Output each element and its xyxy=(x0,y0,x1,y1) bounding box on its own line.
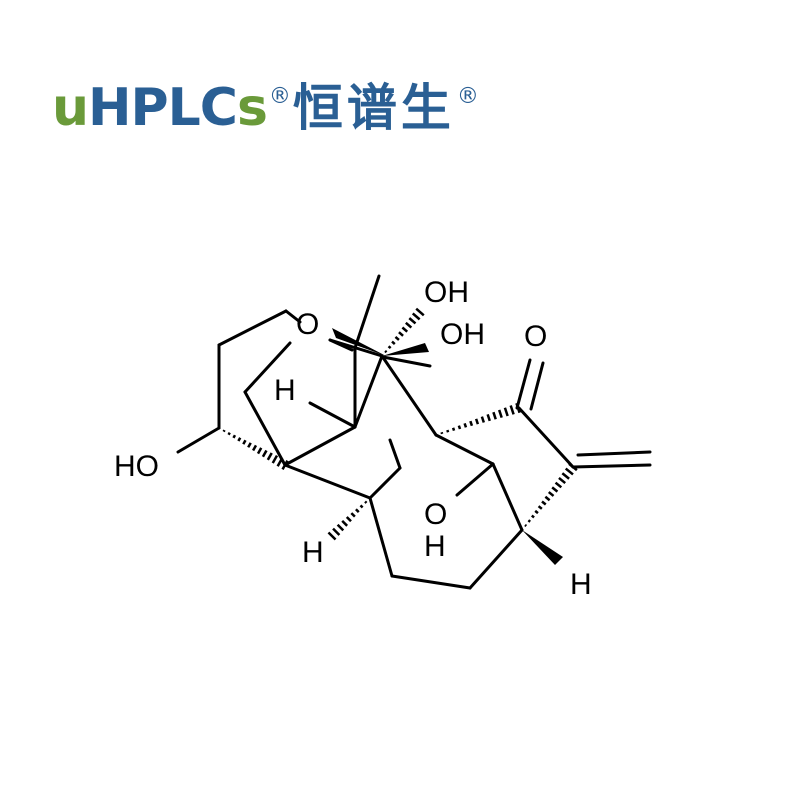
atom-label-h-lower-oh: H xyxy=(424,530,446,563)
logo-letter-u: u xyxy=(52,78,89,138)
bond xyxy=(284,309,302,324)
atom-label-h-lower-left: H xyxy=(302,536,324,569)
bond xyxy=(283,425,357,467)
bond xyxy=(491,462,524,532)
atom-label-o-lower: O xyxy=(424,498,447,531)
hashed-wedge-bond xyxy=(384,307,425,354)
bond xyxy=(308,401,357,429)
bond xyxy=(368,496,394,578)
hashed-wedge-bond xyxy=(222,429,289,470)
logo-chinese-name: 恒谱生 xyxy=(292,79,455,137)
bond xyxy=(353,354,384,429)
solid-wedge-bond xyxy=(382,343,429,356)
bond-lines xyxy=(176,274,652,590)
bond xyxy=(328,338,354,352)
solid-wedge-bond xyxy=(522,530,563,565)
registered-mark-icon: ® xyxy=(268,84,291,109)
bond xyxy=(176,426,221,454)
bond xyxy=(529,361,545,411)
bond xyxy=(243,390,287,467)
bond xyxy=(368,466,402,500)
bond xyxy=(217,309,288,347)
bond xyxy=(455,462,495,497)
atom-label-h-bridge: H xyxy=(274,374,296,407)
bond xyxy=(515,358,532,410)
bond xyxy=(283,463,372,500)
brand-logo: u HPLC s ® 恒谱生 ® xyxy=(52,76,481,140)
bond xyxy=(353,274,381,350)
hashed-wedge-bond xyxy=(524,462,578,527)
stereo-wedges xyxy=(222,307,578,565)
registered-mark-icon: ® xyxy=(456,84,479,109)
bond xyxy=(576,450,652,457)
bond xyxy=(380,354,438,437)
atom-label-oh-upper: OH xyxy=(440,318,485,351)
atom-label-ho-left: HO xyxy=(114,450,159,483)
atom-label-o-ring: O xyxy=(296,308,319,341)
logo-letter-s: s xyxy=(236,78,268,138)
hashed-wedge-bond xyxy=(440,402,521,435)
bond xyxy=(468,528,524,590)
bond xyxy=(571,463,652,469)
bond xyxy=(434,433,495,466)
hashed-wedge-bond xyxy=(327,500,368,541)
bond xyxy=(243,341,292,394)
atom-label-o-ketone: O xyxy=(524,320,547,353)
solid-wedge-bond xyxy=(332,328,386,356)
bond xyxy=(517,406,575,469)
atom-label-oh-top: OH xyxy=(424,276,469,309)
atom-label-h-lower-right: H xyxy=(570,568,592,601)
bond xyxy=(388,438,402,470)
bond xyxy=(390,574,472,590)
bond xyxy=(381,355,432,368)
logo-letters-hplc: HPLC xyxy=(88,78,238,138)
